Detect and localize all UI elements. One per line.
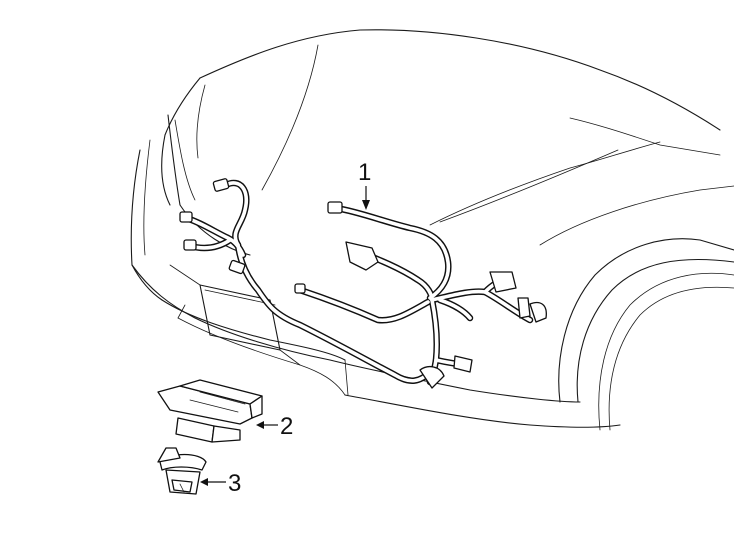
vehicle-body [130,29,734,431]
wheel-arch-right [576,258,734,403]
fender-right [558,238,734,403]
callout-number: 2 [280,413,293,440]
wiring-harness [179,178,547,389]
sensor-module [157,379,263,443]
retainer-clip [157,447,207,495]
callout-1: 1 [358,159,371,210]
callout-3: 3 [200,470,241,497]
hood-outline [199,29,721,131]
grille [199,284,281,351]
callout-number: 3 [228,470,241,497]
callout-2: 2 [256,413,293,440]
callout-number: 1 [358,159,371,186]
headlight-left [167,114,251,256]
